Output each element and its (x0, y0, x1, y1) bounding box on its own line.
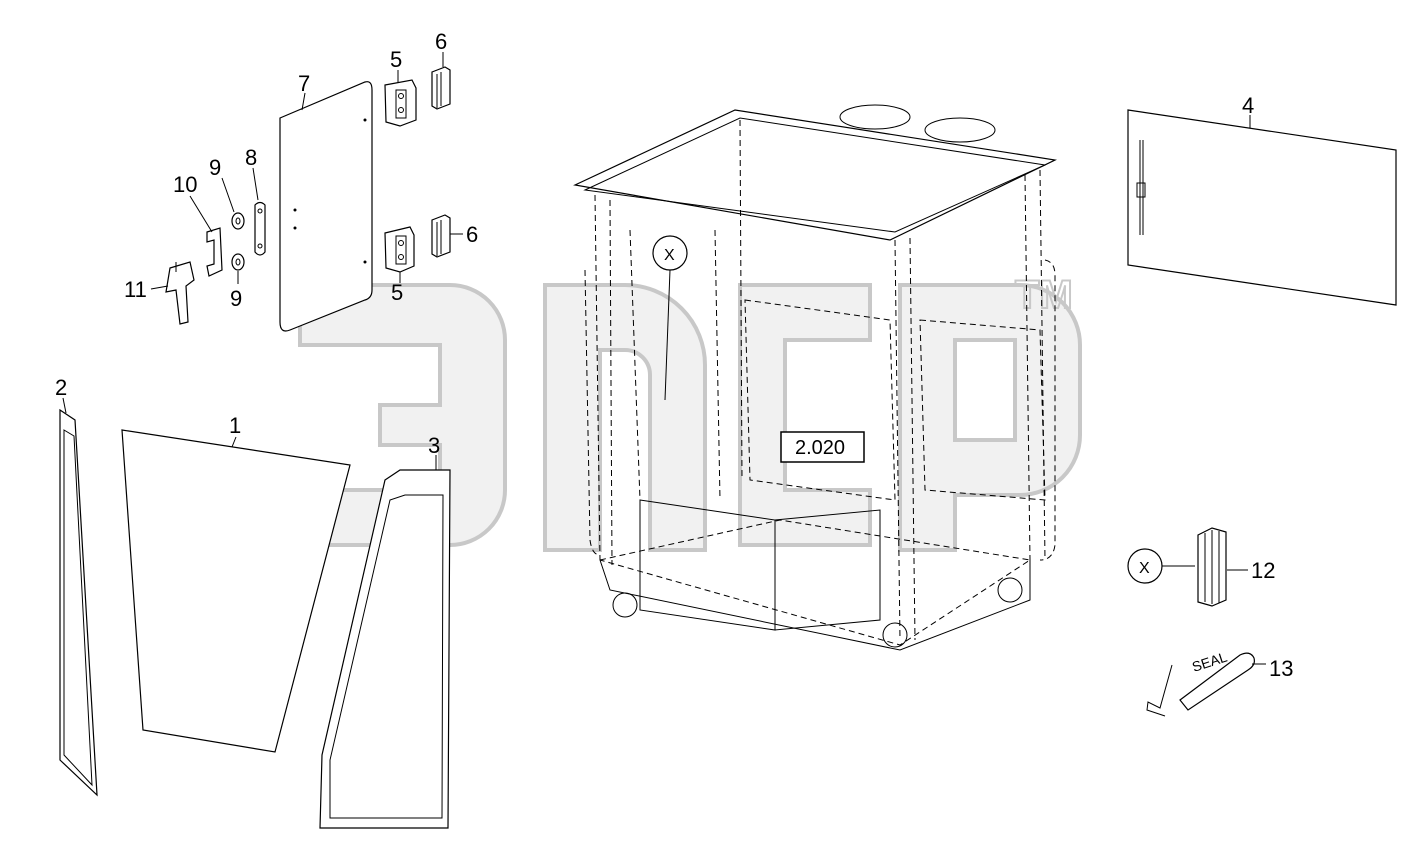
callout-12: 12 (1251, 558, 1275, 583)
reference-label: 2.020 (795, 437, 845, 459)
callout-7: 7 (298, 71, 310, 96)
part-11-latch (165, 261, 195, 325)
part-13-seal-tool: SEAL (1146, 649, 1255, 717)
part-2-glass-strip (59, 408, 98, 797)
callout-6-upper: 6 (435, 29, 447, 54)
cab-frame (573, 104, 1057, 651)
reference-box-2020: 2.020 (780, 431, 865, 463)
callout-8: 8 (245, 145, 257, 170)
detail-marker-x-seal: X (1127, 548, 1195, 584)
part-5-hinge-upper (384, 79, 417, 127)
callout-5-upper: 5 (390, 47, 402, 72)
callout-4: 4 (1242, 93, 1254, 118)
callout-2: 2 (55, 375, 67, 400)
callout-11: 11 (124, 277, 147, 302)
part-3-glass-with-seal (319, 469, 451, 829)
part-1-glass-panel (121, 429, 351, 753)
callout-9-lower: 9 (230, 286, 242, 311)
part-4-panel (1127, 109, 1397, 306)
part-5-hinge-lower (384, 226, 415, 273)
part-9-washer-upper (231, 212, 245, 230)
part-8-strap (254, 201, 266, 256)
svg-text:X: X (664, 247, 675, 264)
callout-13: 13 (1269, 656, 1293, 681)
detail-marker-x-cab: X (652, 235, 688, 401)
callout-6-lower: 6 (466, 222, 478, 247)
part-12-seal-profile (1197, 527, 1227, 607)
callout-10: 10 (173, 172, 197, 197)
watermark-tm: TM (1015, 273, 1073, 317)
callout-5-lower: 5 (391, 280, 403, 305)
callout-1: 1 (229, 413, 241, 438)
part-9-washer-lower (231, 253, 245, 271)
watermark-logo: TM (298, 272, 1082, 552)
svg-text:X: X (1139, 560, 1150, 577)
part-6-block-lower (431, 214, 451, 258)
callout-9-upper: 9 (209, 155, 221, 180)
callout-3: 3 (428, 433, 440, 458)
part-7-door-plate (279, 81, 373, 332)
part-6-block-upper (431, 66, 451, 110)
part-10-bracket (206, 227, 223, 277)
